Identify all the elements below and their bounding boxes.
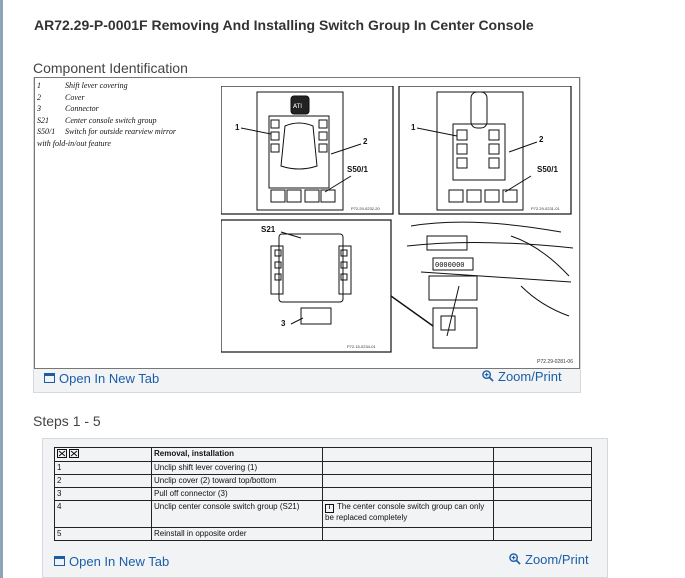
diagram-label: 1 <box>411 123 416 132</box>
steps-heading: Steps 1 - 5 <box>33 413 101 429</box>
open-new-tab-icon <box>54 556 65 566</box>
step-action: Reinstall in opposite order <box>151 527 323 541</box>
panel-code: P72.15-0234-01 <box>347 344 376 349</box>
table-header-row: Removal, installation <box>54 447 592 462</box>
step-number: 1 <box>54 461 152 475</box>
table-header-cell: Removal, installation <box>151 447 323 462</box>
legend-tail: with fold-in/out feature <box>37 138 111 148</box>
table-header-cell <box>493 447 592 462</box>
window-left-edge <box>0 0 3 578</box>
info-icon: i <box>325 504 334 513</box>
zoom-icon <box>482 370 494 382</box>
step-extra <box>493 474 592 488</box>
component-identification-heading: Component Identification <box>33 60 188 76</box>
panel-code: P72.29-0232-20 <box>351 206 380 211</box>
expand-icon <box>57 449 79 458</box>
table-header-icon-cell <box>54 447 152 462</box>
step-note <box>322 474 494 488</box>
step-action: Unclip shift lever covering (1) <box>151 461 323 475</box>
diagram-label: S50/1 <box>347 165 368 174</box>
diagram-label: S50/1 <box>537 165 558 174</box>
diagram-label: 3 <box>281 319 286 328</box>
diagram-label: 1 <box>235 123 240 132</box>
step-extra <box>493 461 592 475</box>
svg-text:0000000: 0000000 <box>435 261 465 269</box>
step-number: 4 <box>54 500 152 528</box>
step-extra <box>493 500 592 528</box>
table-row: 4 Unclip center console switch group (S2… <box>54 500 592 528</box>
step-action: Unclip center console switch group (S21) <box>151 500 323 528</box>
table-row: 1 Unclip shift lever covering (1) <box>54 461 592 475</box>
step-note: The center console switch group can only… <box>325 502 485 522</box>
diagram-label: S21 <box>261 225 276 234</box>
diagram-label: 2 <box>539 135 544 144</box>
step-action: Pull off connector (3) <box>151 487 323 501</box>
steps-open-new-tab[interactable]: Open In New Tab <box>54 549 169 573</box>
component-open-new-tab[interactable]: Open In New Tab <box>44 366 159 390</box>
steps-table: Removal, installation 1 Unclip shift lev… <box>54 447 592 541</box>
table-row: 3 Pull off connector (3) <box>54 487 592 501</box>
zoom-icon <box>509 553 521 565</box>
table-row: 5 Reinstall in opposite order <box>54 527 592 541</box>
step-number: 5 <box>54 527 152 541</box>
step-extra <box>493 487 592 501</box>
console-diagram: ATI <box>221 86 573 353</box>
svg-text:ATI: ATI <box>293 103 302 110</box>
component-zoom-print[interactable]: Zoom/Print <box>482 364 562 388</box>
figure-code: P72.29-0281-06 <box>537 359 573 365</box>
panel-code: P72.29-0231-01 <box>531 206 560 211</box>
step-number: 3 <box>54 487 152 501</box>
step-note <box>322 487 494 501</box>
table-header-cell <box>322 447 494 462</box>
steps-zoom-print[interactable]: Zoom/Print <box>509 547 589 571</box>
step-number: 2 <box>54 474 152 488</box>
step-note <box>322 461 494 475</box>
page-title: AR72.29-P-0001F Removing And Installing … <box>34 17 534 33</box>
step-extra <box>493 527 592 541</box>
diagram-label: 2 <box>363 137 368 146</box>
open-new-tab-icon <box>44 373 55 383</box>
step-action: Unclip cover (2) toward top/bottom <box>151 474 323 488</box>
table-row: 2 Unclip cover (2) toward top/bottom <box>54 474 592 488</box>
step-note <box>322 527 494 541</box>
